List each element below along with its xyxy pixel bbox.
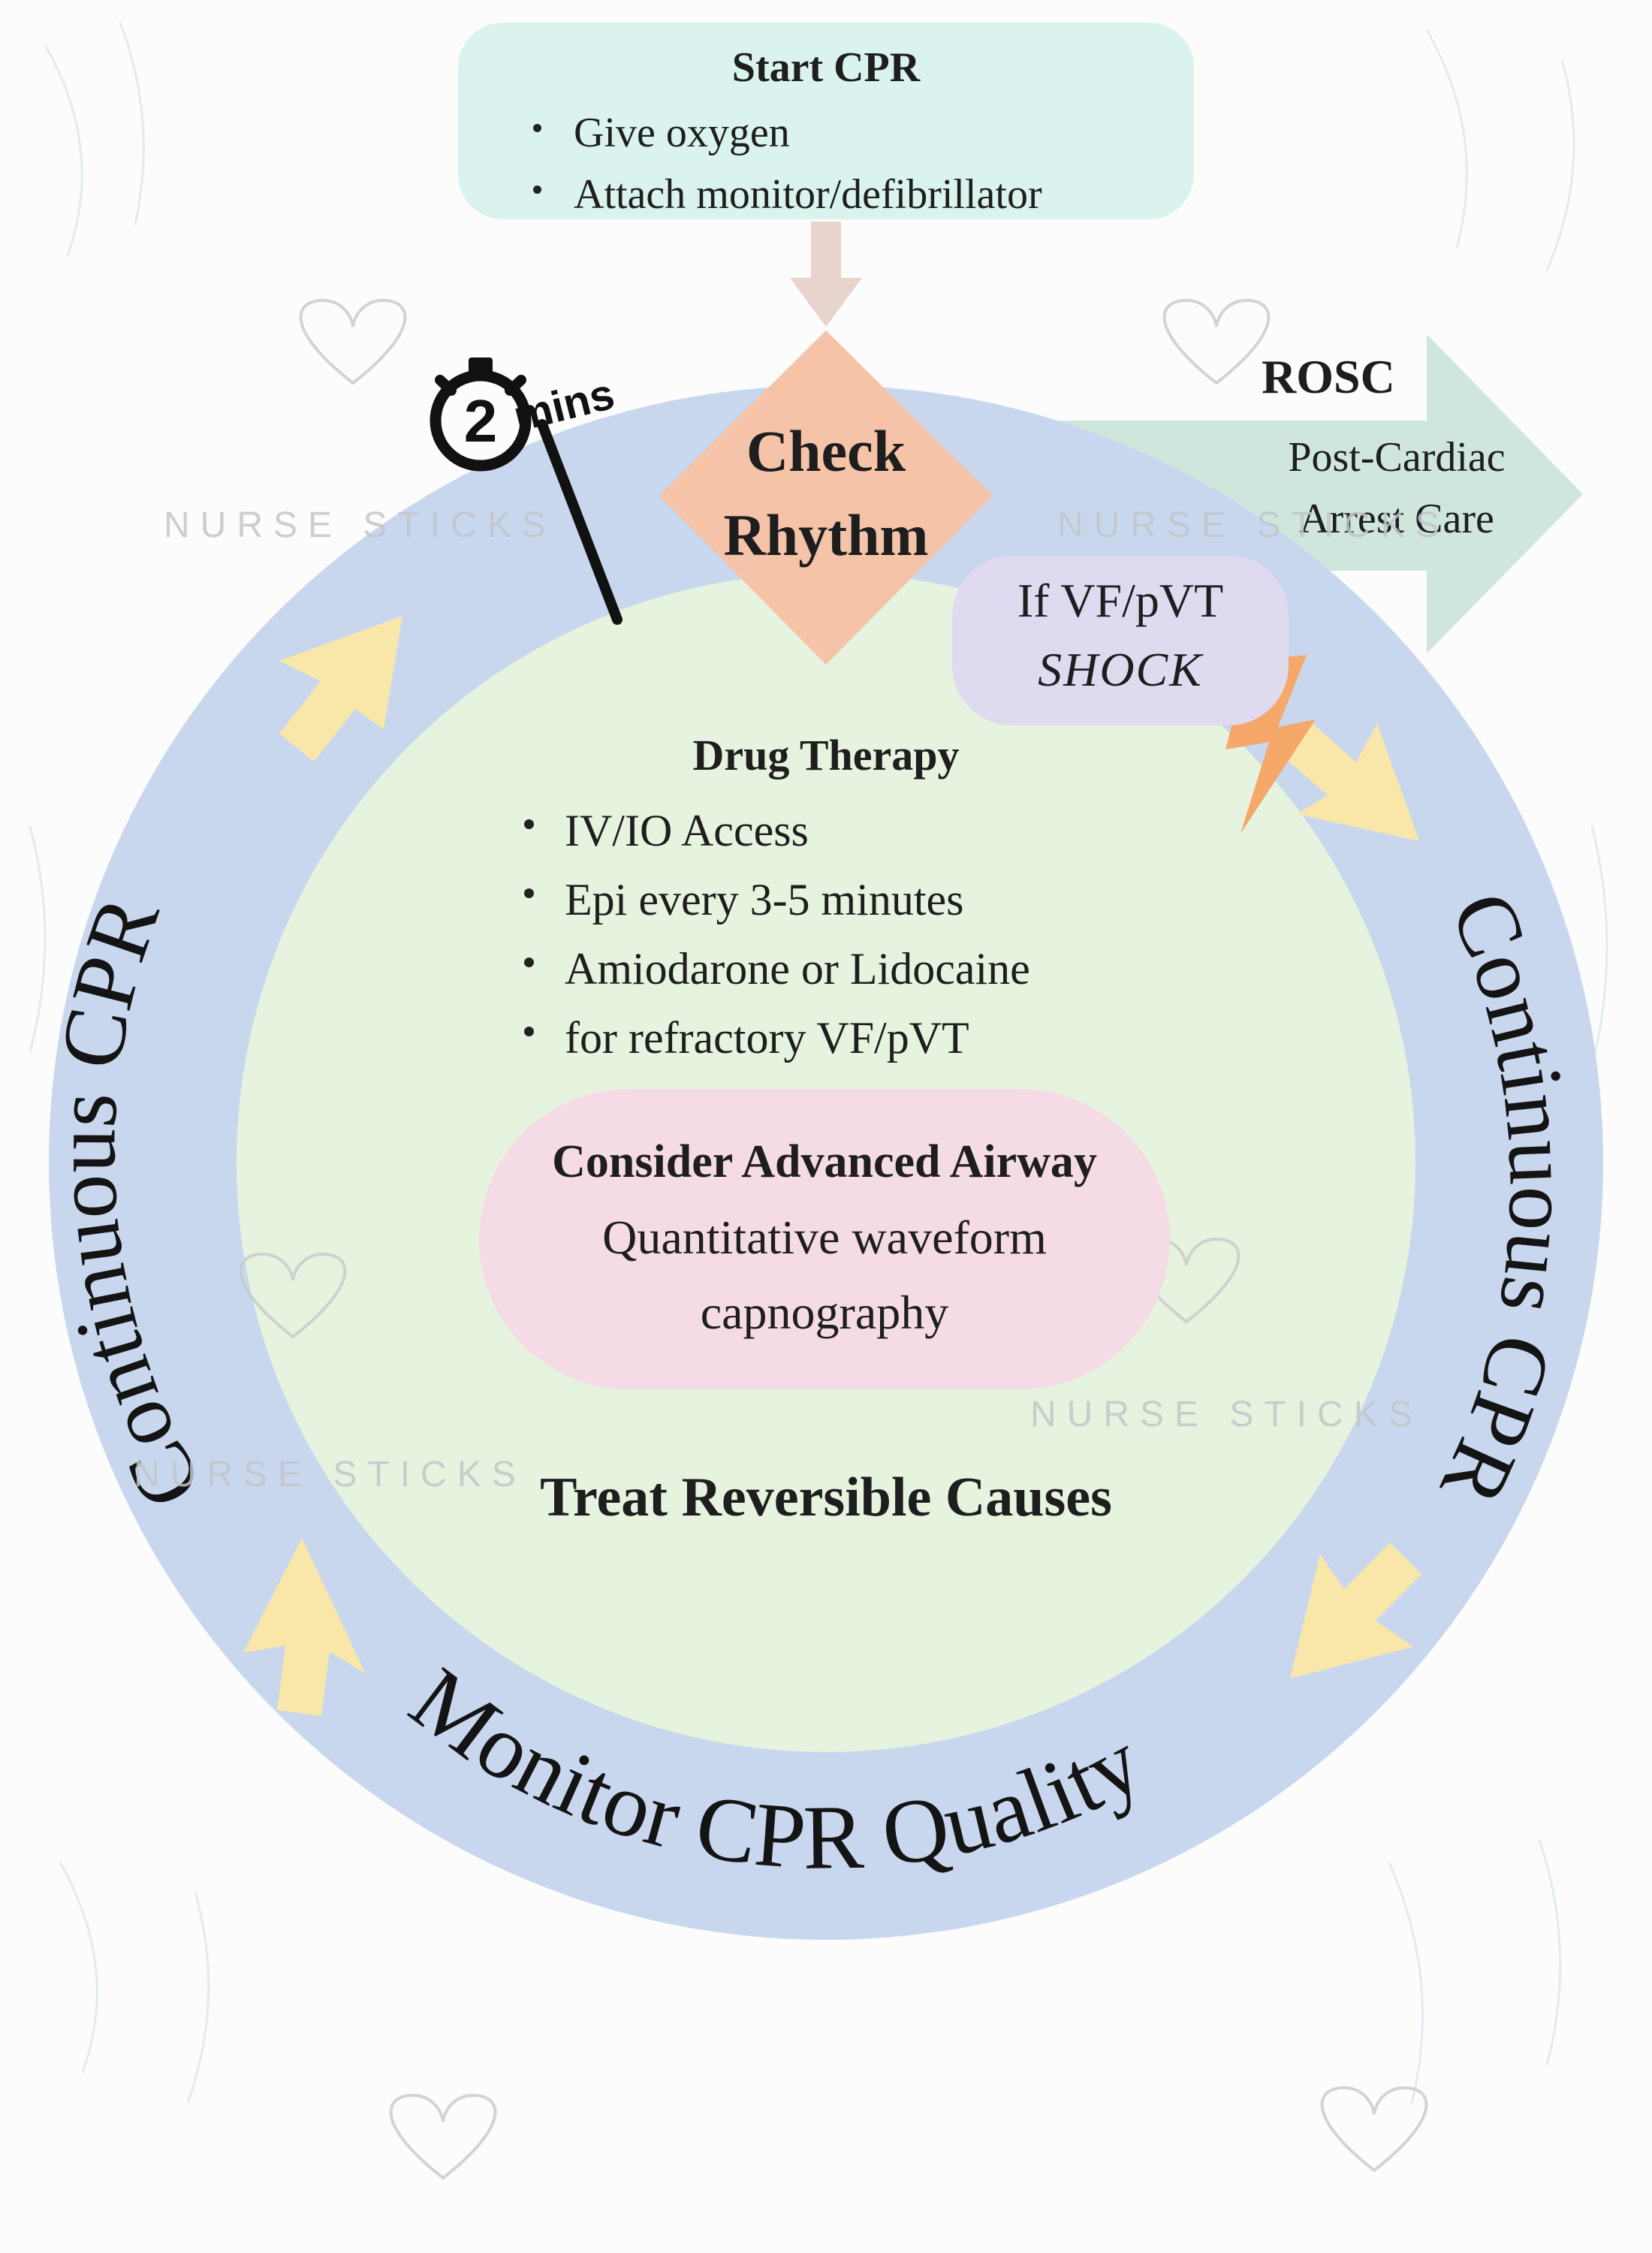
list-item: Attach monitor/defibrillator (527, 164, 1042, 225)
advanced-airway-title: Consider Advanced Airway (552, 1136, 1097, 1187)
watermark: NURSE STICKS (134, 1455, 526, 1494)
rosc-line-1: Post-Cardiac (1288, 434, 1506, 481)
list-item-continuation: for refractory VF/pVT (518, 1003, 1179, 1072)
heart-icon (239, 1252, 347, 1339)
flow-arrow-left-upper (279, 616, 402, 762)
flow-arrow-right-upper (1280, 720, 1419, 841)
check-rhythm-line-1: Check (746, 418, 906, 484)
flow-arrow-left-lower (243, 1538, 366, 1716)
shock-box: If VF/pVT SHOCK (952, 556, 1289, 725)
background-foliage (29, 22, 1608, 2104)
timer-number: 2 (464, 388, 498, 454)
drug-therapy-title: Drug Therapy (692, 731, 960, 780)
treat-reversible-causes: Treat Reversible Causes (540, 1467, 1112, 1528)
timer-icon: 2 mins (430, 357, 623, 625)
rosc-title: ROSC (1262, 350, 1395, 403)
start-cpr-box: Start CPR Give oxygen Attach monitor/def… (458, 23, 1194, 219)
list-item: Amiodarone or Lidocaine (518, 934, 1179, 1003)
drug-therapy-list: IV/IO Access Epi every 3-5 minutes Amiod… (518, 796, 1179, 1072)
airway-line-1: Quantitative waveform (602, 1211, 1047, 1264)
shock-label: If VF/pVT SHOCK (952, 566, 1289, 704)
check-rhythm-label: Check Rhythm (691, 409, 961, 578)
heart-icon (1162, 298, 1271, 385)
advanced-airway-box: Consider Advanced Airway Quantitative wa… (479, 1089, 1170, 1389)
check-rhythm-line-2: Rhythm (723, 502, 929, 568)
start-cpr-list: Give oxygen Attach monitor/defibrillator (527, 102, 1042, 225)
list-item: Give oxygen (527, 102, 1042, 164)
advanced-airway-text: Quantitative waveform capnography (524, 1200, 1125, 1350)
rosc-line-2: Arrest Care (1299, 496, 1494, 542)
list-item: IV/IO Access (518, 796, 1179, 865)
heart-icon (389, 2093, 497, 2180)
shock-condition: If VF/pVT (1017, 574, 1224, 627)
down-arrow (790, 222, 862, 327)
list-item: Epi every 3-5 minutes (518, 865, 1179, 934)
rosc-arrow (1036, 334, 1583, 653)
start-cpr-title: Start CPR (731, 44, 921, 91)
flow-arrow-right-lower (1290, 1543, 1421, 1678)
shock-action: SHOCK (1038, 643, 1203, 696)
heart-icon (299, 298, 407, 385)
airway-line-2: capnography (700, 1286, 949, 1339)
flow-arrows (243, 616, 1421, 1716)
check-rhythm-diamond (659, 330, 993, 665)
watermark: NURSE STICKS (164, 505, 556, 545)
heart-icon (1320, 2086, 1428, 2173)
watermark: NURSE STICKS (1030, 1395, 1423, 1434)
watermark: NURSE STICKS (1057, 505, 1450, 545)
rosc-description: Post-Cardiac Arrest Care (1262, 427, 1532, 550)
